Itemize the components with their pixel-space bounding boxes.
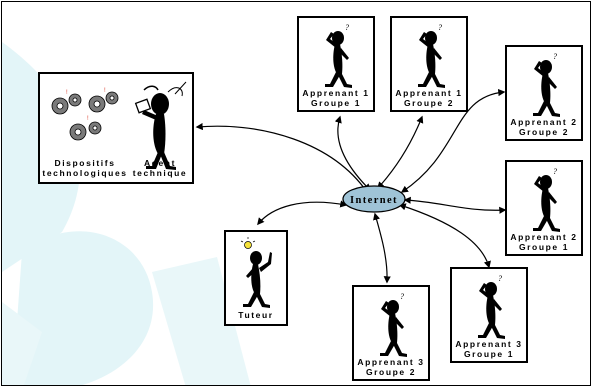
devices-label-2: technologiques xyxy=(42,168,128,178)
a2g1-line1: Apprenant 2 xyxy=(510,232,578,242)
thinking-figure-icon: ? xyxy=(325,23,352,88)
agent-label-1: Agent xyxy=(143,158,177,168)
a3g1-line2: Groupe 1 xyxy=(463,349,515,359)
internet-hub: Internet xyxy=(342,185,406,213)
node-apprenant-3-groupe-1[interactable]: ? Apprenant 3 Groupe 1 xyxy=(450,267,528,363)
svg-text:?: ? xyxy=(400,292,404,301)
node-apprenant-2-groupe-1[interactable]: ? Apprenant 2 Groupe 1 xyxy=(505,160,583,256)
a1g1-line1: Apprenant 1 xyxy=(302,88,370,98)
svg-text:?: ? xyxy=(553,167,557,176)
connections xyxy=(195,88,507,284)
hub-label: Internet xyxy=(350,195,398,206)
phone-figure-icon xyxy=(134,81,187,170)
svg-text:!: ! xyxy=(104,88,106,94)
link-a1g1 xyxy=(334,115,372,192)
devices-label-1: Dispositifs xyxy=(54,158,116,168)
svg-text:!: ! xyxy=(66,90,68,96)
link-a3g2 xyxy=(373,212,391,284)
a1g2-line1: Apprenant 1 xyxy=(395,88,463,98)
gears-icon: !!! xyxy=(51,88,119,141)
svg-text:?: ? xyxy=(498,274,502,283)
svg-text:!: ! xyxy=(87,116,89,122)
tuteur-label: Tuteur xyxy=(238,310,274,320)
a3g2-line1: Apprenant 3 xyxy=(357,357,425,367)
a1g2-line2: Groupe 2 xyxy=(403,98,455,108)
thinking-figure-icon: ? xyxy=(478,274,505,339)
agent-label-2: technique xyxy=(132,168,188,178)
a2g2-line1: Apprenant 2 xyxy=(510,117,578,127)
node-tuteur[interactable]: Tuteur xyxy=(224,230,288,326)
thinking-figure-icon: ? xyxy=(533,167,560,232)
link-a3g1 xyxy=(398,203,491,269)
thinking-figure-icon: ? xyxy=(533,52,560,117)
idea-figure-icon xyxy=(240,237,272,308)
svg-text:?: ? xyxy=(438,23,442,32)
a3g2-line2: Groupe 2 xyxy=(365,367,417,377)
link-tuteur xyxy=(257,200,348,226)
node-technology[interactable]: !!! Dispositifs technologiques Agent tec… xyxy=(38,72,194,184)
link-a2g2 xyxy=(400,88,506,193)
a2g1-line2: Groupe 1 xyxy=(518,242,570,252)
svg-text:?: ? xyxy=(345,23,349,32)
a2g2-line2: Groupe 2 xyxy=(518,127,570,137)
node-apprenant-1-groupe-1[interactable]: ? Apprenant 1 Groupe 1 xyxy=(297,16,375,112)
node-apprenant-2-groupe-2[interactable]: ? Apprenant 2 Groupe 2 xyxy=(505,45,583,141)
svg-text:?: ? xyxy=(553,52,557,61)
thinking-figure-icon: ? xyxy=(380,292,407,357)
node-apprenant-1-groupe-2[interactable]: ? Apprenant 1 Groupe 2 xyxy=(390,16,468,112)
watermark xyxy=(2,42,251,385)
a1g1-line2: Groupe 1 xyxy=(310,98,362,108)
node-apprenant-3-groupe-2[interactable]: ? Apprenant 3 Groupe 2 xyxy=(352,285,430,381)
thinking-figure-icon: ? xyxy=(418,23,445,88)
a3g1-line1: Apprenant 3 xyxy=(455,339,523,349)
